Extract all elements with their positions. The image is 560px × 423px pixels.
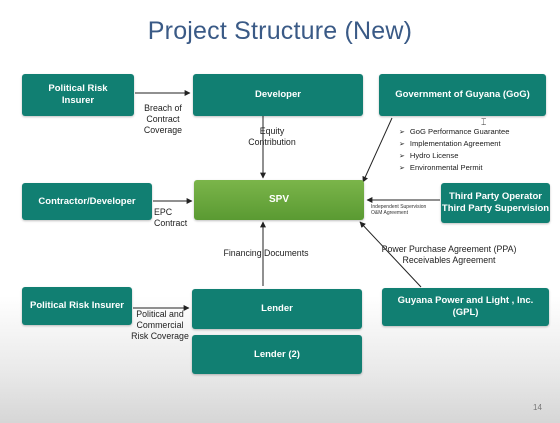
arrow-gpl-to-spv [359,221,422,288]
gpl-line1: Guyana Power and Light , Inc. [397,295,534,306]
gog-item: Environmental Permit [399,162,510,174]
pri-top-line1: Political Risk [48,83,108,94]
gog-item: Hydro License [399,150,510,162]
pri-top-line2: Insurer [61,95,95,106]
third-party-small-line2: O&M Agreement [371,210,408,216]
third-party-small-line1: Independent Supervision [371,204,427,210]
breach-line3: Coverage [143,125,183,135]
arrow-gog-to-spv [362,117,393,183]
gog-items-list: GoG Performance Guarantee Implementation… [399,126,510,174]
equity-line1: Equity [259,126,285,136]
gpl-box: Guyana Power and Light , Inc. (GPL) [382,288,549,326]
third-party-small-label: Independent Supervision O&M Agreement [371,204,441,216]
third-party-box: Third Party Operator Third Party Supervi… [441,183,550,223]
gog-item: Implementation Agreement [399,138,510,150]
third-party-line2: Third Party Supervision [441,203,550,214]
equity-label: Equity Contribution [236,126,308,148]
political-commercial-line1: Political and [136,309,184,319]
political-risk-insurer-top-box: Political Risk Insurer [22,74,134,116]
political-commercial-line3: Risk Coverage [131,331,189,341]
ppa-line2: Receivables Agreement [402,255,496,265]
ppa-line1: Power Purchase Agreement (PPA) [381,244,517,254]
spv-box: SPV [194,180,364,220]
epc-label: EPC Contract [154,207,196,229]
lender-box: Lender [192,289,362,329]
equity-line2: Contribution [248,137,296,147]
ppa-label: Power Purchase Agreement (PPA) Receivabl… [379,244,519,266]
breach-line1: Breach of [144,103,182,113]
cursor-icon: ⌶ [481,117,487,127]
page-number: 14 [533,403,542,412]
developer-box: Developer [193,74,363,116]
third-party-line1: Third Party Operator [449,191,542,202]
breach-label: Breach of Contract Coverage [136,103,190,136]
contractor-developer-box: Contractor/Developer [22,183,152,220]
lender-2-box: Lender (2) [192,335,362,374]
epc-line1: EPC [154,207,173,217]
political-risk-insurer-bottom-box: Political Risk Insurer [22,287,132,325]
slide-title: Project Structure (New) [147,17,413,45]
political-commercial-label: Political and Commercial Risk Coverage [124,309,196,342]
financing-label: Financing Documents [223,248,309,258]
gog-box: Government of Guyana (GoG) [379,74,546,116]
breach-line2: Contract [146,114,180,124]
gog-item: GoG Performance Guarantee [399,126,510,138]
epc-line2: Contract [154,218,188,228]
gpl-line2: (GPL) [452,307,479,318]
political-commercial-line2: Commercial [136,320,184,330]
